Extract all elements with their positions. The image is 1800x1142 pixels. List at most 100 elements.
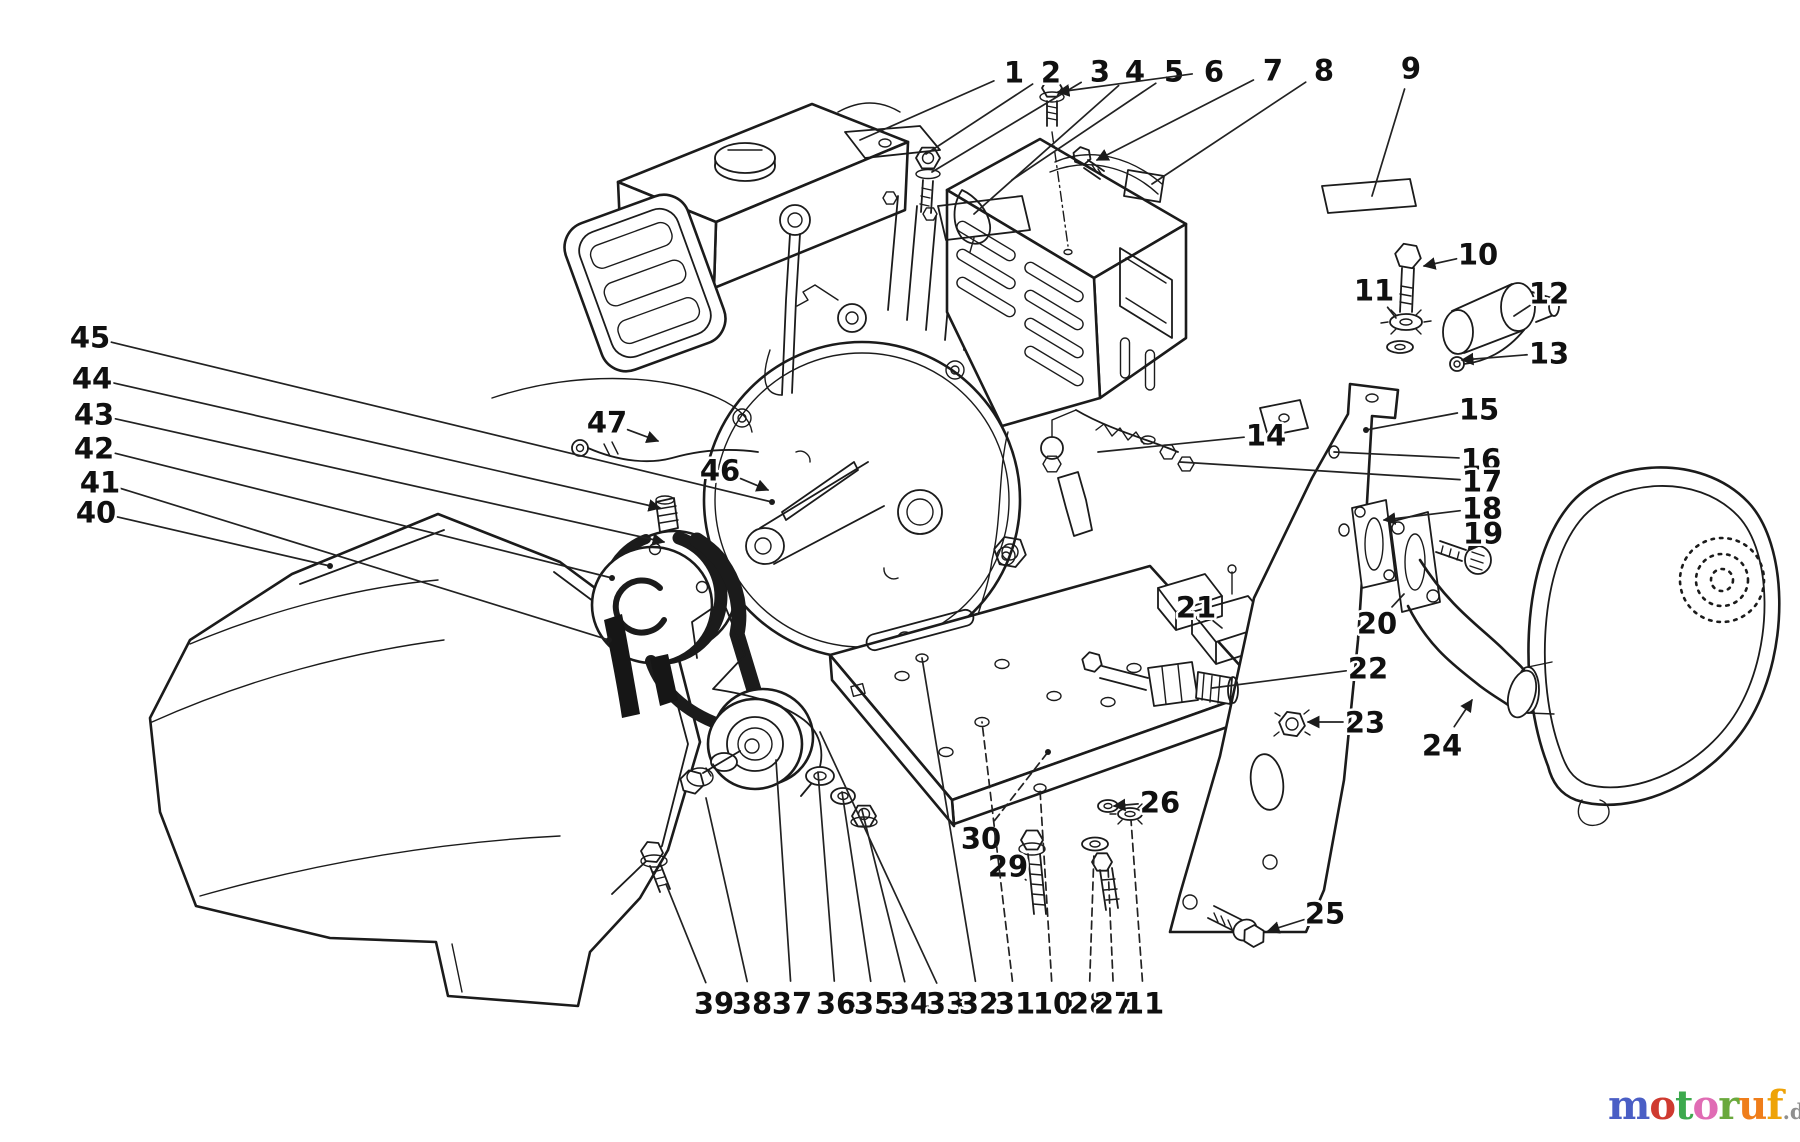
callout-leader-41 [120,487,610,641]
lock-nut-23 [1273,709,1311,737]
callout-label-27: 27 [1094,986,1134,1020]
callout-label-45: 45 [70,320,110,354]
drive-belt [689,532,765,708]
callout-label-4: 4 [1125,54,1145,88]
callout-leader-21 [1212,619,1223,629]
callout-leader-27 [1107,865,1114,982]
callout-leader-2 [925,83,1034,155]
callout-leader-38 [705,797,749,983]
callout-leader-46 [739,477,770,492]
callout-label-13: 13 [1529,336,1569,370]
callout-label-46: 46 [700,453,740,487]
callout-label-38: 38 [732,986,772,1020]
callout-label-39: 39 [694,986,734,1020]
callout-label-25: 25 [1305,896,1345,930]
watermark-letter: o [1649,1082,1676,1129]
callout-label-3: 3 [1090,54,1110,88]
callout-label-33: 33 [926,986,966,1020]
callout-label-41: 41 [80,465,120,499]
fuel-cap [714,142,776,182]
decal-8 [1123,169,1165,203]
heat-box-housing [937,78,1417,428]
callout-dot-45 [769,499,775,505]
callout-label-20: 20 [1357,606,1397,640]
washer-26-hole [1103,802,1113,810]
watermark-letter: r [1718,1082,1739,1129]
callout-label-1: 1 [1004,55,1024,89]
callout-label-9: 9 [1401,51,1421,85]
idler-bolt [679,750,741,795]
callout-leader-11 [1386,306,1397,319]
callout-leader-40 [116,516,331,567]
watermark-letter: t [1675,1082,1694,1129]
callout-leader-22 [1211,669,1348,689]
watermark-letter: o [1692,1082,1720,1129]
callout-leader-1 [859,80,995,141]
decal-4 [937,195,1031,241]
callout-label-47: 47 [587,405,627,439]
bolt-10 [1394,242,1422,313]
callout-label-14: 14 [1246,418,1286,452]
callout-dot-40 [327,563,333,569]
fuel-drain-fitting [1081,651,1239,707]
exhaust-assembly [1351,499,1538,719]
callout-leader-39 [665,883,707,984]
watermark-letter: m [1608,1082,1650,1129]
callout-leader-19 [1467,538,1481,552]
starter-motor-12 [1442,282,1560,355]
callout-label-28: 28 [1069,986,1109,1020]
callout-leader-43 [114,417,666,546]
watermark-logo: motoruf.de [1608,1082,1800,1134]
callout-label-34: 34 [890,986,930,1020]
decal-9 [1321,178,1417,214]
callout-leader-42 [114,452,613,579]
callout-label-18: 18 [1462,491,1502,525]
callout-leader-32 [921,657,977,983]
callout-label-11: 11 [1354,273,1394,307]
callout-leader-4 [973,84,1120,215]
callout-dot-42 [609,575,615,581]
callout-leader-26 [1112,798,1139,812]
ground-wire [571,439,759,463]
callout-leader-20 [1391,593,1405,608]
callout-leader-44 [112,382,662,512]
callout-leader-35 [841,791,872,983]
callout-leader-47 [626,428,660,443]
callout-label-37: 37 [772,986,812,1020]
callout-label-44: 44 [72,361,112,395]
callout-label-7: 7 [1263,53,1283,87]
bolt-7 [1072,146,1105,180]
star-washer-11-upper [1380,309,1432,354]
muffler [1516,466,1781,827]
callout-leader-45 [110,341,773,503]
callout-leader-18 [1382,509,1462,525]
air-cleaner [563,193,727,373]
mounting-bolts [1018,803,1265,948]
bolt-6 [1039,78,1069,247]
callout-label-24: 24 [1422,728,1462,762]
exhaust-flange [1389,511,1441,613]
muffler-outlet-screen [1678,536,1766,624]
callout-leader-8 [1151,81,1307,185]
callout-label-6: 6 [1204,54,1224,88]
callout-label-17: 17 [1462,464,1502,498]
pulley-and-belt-assembly [590,495,878,893]
callout-label-16: 16 [1461,442,1501,476]
drive-belt [650,654,678,706]
exhaust-pipe [1406,558,1538,719]
callout-label-10: 10 [1033,986,1073,1020]
callout-label-29: 29 [988,849,1028,883]
bolt-29 [1018,829,1047,915]
callout-leader-24 [1453,698,1473,728]
callout-label-21: 21 [1176,590,1216,624]
callout-label-5: 5 [1164,54,1184,88]
bolt-27 [1091,852,1120,911]
callout-label-2: 2 [1041,55,1061,89]
callout-label-10: 10 [1458,237,1498,271]
set-screw [655,495,679,533]
callout-leader-17 [1179,461,1461,481]
callout-label-40: 40 [76,495,116,529]
